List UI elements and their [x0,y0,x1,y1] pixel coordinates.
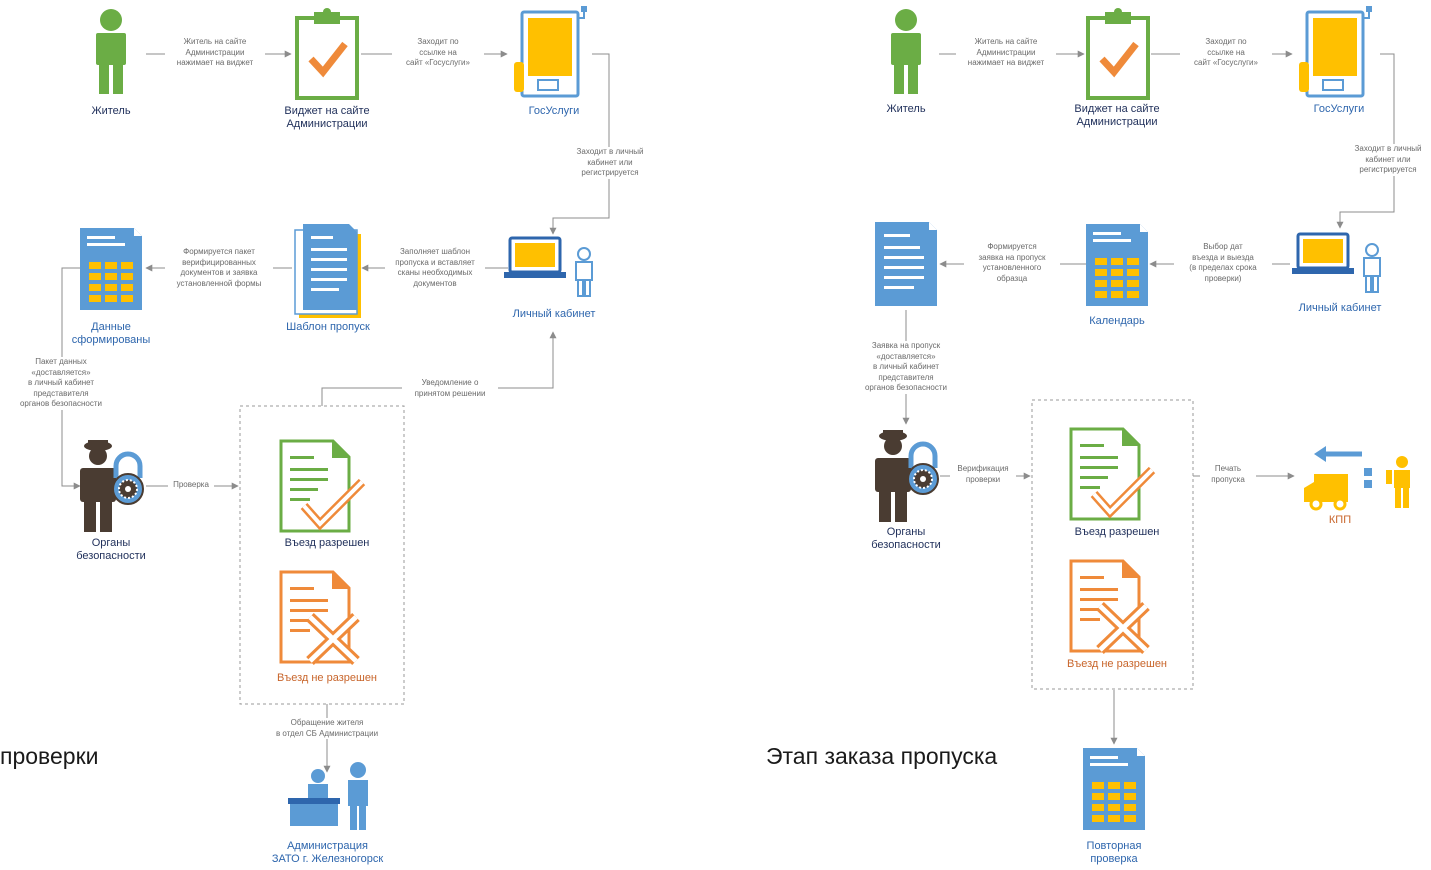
edge-label-widget-gosuslugi: Заходит по ссылке на сайт «Госуслуги» [392,37,484,69]
edge-label-appeal: Обращение жителя в отдел СБ Администраци… [262,718,392,739]
node-denied-label: Въезд не разрешен [276,672,378,684]
resident-icon [96,9,126,94]
laptop-user-icon [502,236,594,298]
node-kpp-label: КПП [1328,514,1352,526]
node-calendar-label: Календарь [1089,315,1145,327]
application-document-icon [875,222,937,306]
node-cabinet-label-right: Личный кабинет [1298,302,1382,314]
edge-label-widget-gosuslugi-right: Заходит по ссылке на сайт «Госуслуги» [1180,37,1272,69]
edge-label-cabinet-template: Заполняет шаблон пропуска и вставляет ск… [385,247,485,289]
edge-label-template-data: Формируется пакет верифицированных докум… [165,247,273,289]
document-rejected-icon-right [1071,561,1146,651]
edge-label-gosuslugi-cabinet-right: Заходит в личный кабинет или регистрируе… [1345,144,1431,176]
edge-label-resident-widget: Житель на сайте Администрации нажимает н… [165,37,265,69]
edge-label-data-security: Пакет данных «доставляется» в личный каб… [4,357,118,410]
document-approved-icon [281,441,362,531]
reception-desk-icon [288,762,368,830]
edge-gosuslugi-cabinet [549,53,610,235]
calendar-document-icon [80,228,142,310]
node-allowed-label-right: Въезд разрешен [1074,526,1160,538]
left-stage-title: проверки [0,743,99,769]
clipboard-check-icon [297,8,357,98]
edge-label-verification: Верификация проверки [950,464,1016,485]
left-connectors [61,50,610,773]
edge-label-print: Печать пропуска [1200,464,1256,485]
tablet-icon [512,4,589,98]
recheck-calendar-icon [1083,748,1145,830]
edge-label-doc-security: Заявка на пропуск «доставляется» в личны… [848,341,964,394]
edge-label-notify: Уведомление о принятом решении [402,378,498,399]
node-gosuslugi-label: ГосУслуги [528,105,580,117]
node-resident-label: Житель [91,105,131,117]
document-rejected-icon [281,572,356,662]
tablet-icon-right [1297,4,1374,98]
edge-label-gosuslugi-cabinet: Заходит в личный кабинет или регистрируе… [566,147,654,179]
security-guard-icon-right [875,430,938,522]
edge-label-cabinet-calendar: Выбор дат въезда и выезда (в пределах ср… [1174,242,1272,284]
node-widget-label-right: Виджет на сайте Администрации [1074,103,1160,128]
truck-checkpoint-icon [1304,446,1410,509]
node-cabinet-label: Личный кабинет [512,308,596,320]
node-widget-label: Виджет на сайте Администрации [284,105,370,130]
security-guard-icon [80,440,143,532]
edge-label-resident-widget-right: Житель на сайте Администрации нажимает н… [956,37,1056,69]
node-security-label: Органы безопасности [76,537,146,562]
clipboard-check-icon-right [1088,8,1148,98]
resident-icon-right [891,9,921,94]
edge-gosuslugi-cabinet-r [1336,53,1395,229]
decision-box-right [1031,399,1194,690]
node-admin-label: Администрация ЗАТО г. Железногорск [271,840,384,865]
edge-label-security-check: Проверка [168,480,214,491]
calendar-icon [1086,224,1148,306]
right-connectors [902,50,1395,745]
node-template-label: Шаблон пропуск [286,321,370,333]
node-recheck-label: Повторная проверка [1086,840,1142,865]
node-denied-label-right: Въезд не разрешен [1066,658,1168,670]
document-stack-icon [294,223,362,319]
node-gosuslugi-label-right: ГосУслуги [1313,103,1365,115]
decision-box [239,405,405,705]
node-resident-label-right: Житель [886,103,926,115]
right-stage-title: Этап заказа пропуска [766,743,998,769]
laptop-user-icon-right [1290,232,1382,294]
edge-label-calendar-doc: Формируется заявка на пропуск установлен… [964,242,1060,284]
node-security-label-right: Органы безопасности [871,526,941,551]
document-approved-icon-right [1071,429,1152,519]
node-allowed-label: Въезд разрешен [284,537,370,549]
node-data-formed-label: Данные сформированы [71,321,151,346]
